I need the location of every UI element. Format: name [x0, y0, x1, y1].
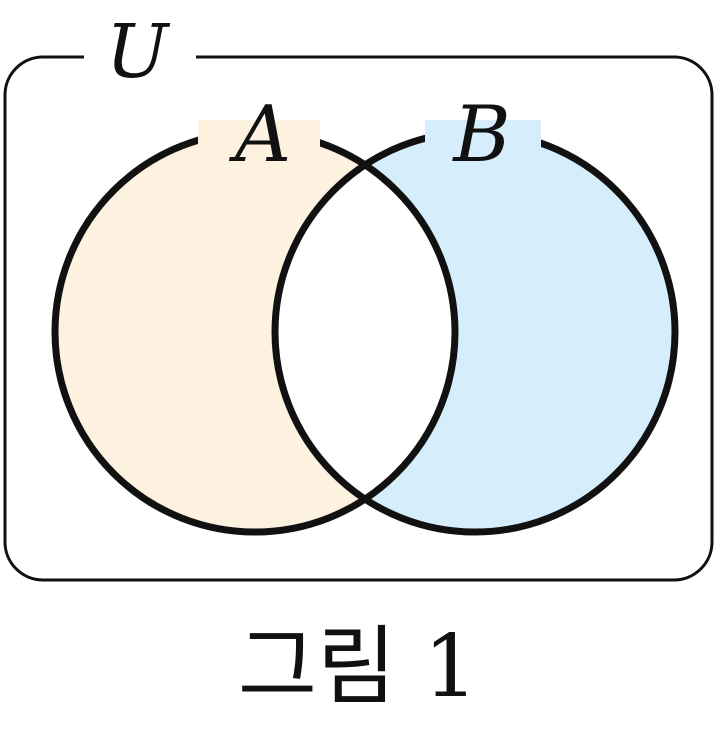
- set-a-label: A: [229, 90, 291, 180]
- set-a-label-gap: [198, 120, 320, 164]
- set-b-label: B: [451, 90, 510, 180]
- figure-caption: 그림 1: [238, 617, 478, 717]
- universe-label-gap: [84, 50, 196, 66]
- set-b-label-gap: [425, 120, 541, 164]
- intersection-fill: [275, 132, 455, 532]
- universe-label: U: [106, 9, 171, 95]
